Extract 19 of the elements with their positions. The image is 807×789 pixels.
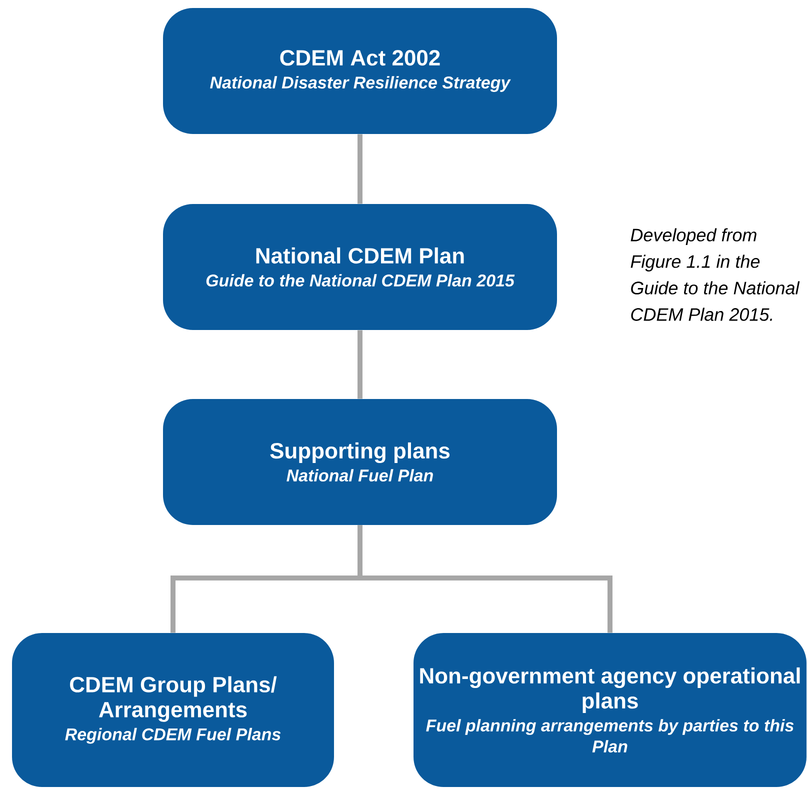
box-subtitle: National Disaster Resilience Strategy [210, 76, 511, 92]
box-title: Supporting plans [270, 442, 450, 464]
note-text: Developed from Figure 1.1 in the Guide to the National CDEM Plan 2015. [630, 228, 800, 321]
plan-box [163, 204, 557, 330]
box-title: CDEM Group Plans/ Arrangements [70, 676, 277, 722]
box-subtitle: National Fuel Plan [286, 469, 433, 482]
plan-box [12, 633, 334, 787]
connector-line [358, 525, 612, 633]
plan-box [163, 8, 557, 134]
plan-box [414, 633, 806, 787]
box-subtitle: Regional CDEM Fuel Plans [65, 728, 281, 744]
box-subtitle: Guide to the National CDEM Plan 2015 [206, 274, 515, 287]
box-title: National CDEM Plan [256, 247, 464, 264]
plan-box [163, 399, 557, 525]
box-title: CDEM Act 2002 [280, 50, 440, 66]
connector-line [358, 134, 362, 204]
box-title: Non-government agency operational plans [420, 667, 800, 713]
box-subtitle: Fuel planning arrangements by parties to this Plan [426, 719, 794, 753]
connector-line [358, 330, 362, 399]
